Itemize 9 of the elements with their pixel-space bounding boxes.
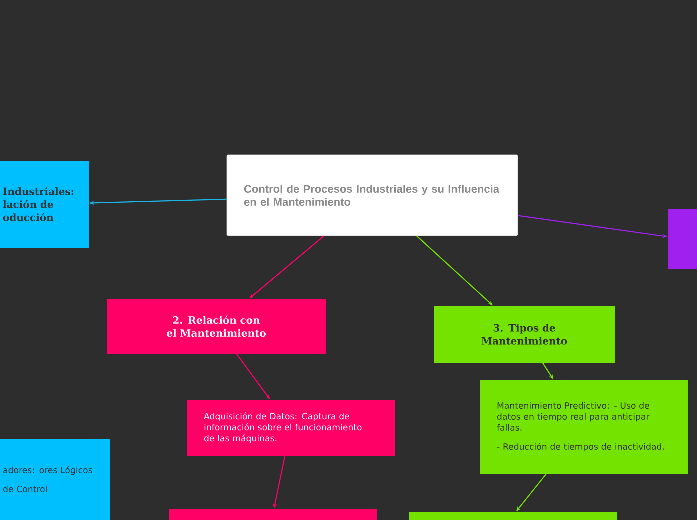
title-box: Control de Procesos Industriales y su Influencia en el Mantenimiento <box>226 154 518 236</box>
topic-box <box>668 209 697 269</box>
topic-box: Industriales: lación de oducción <box>0 161 89 248</box>
subtopic-box <box>169 508 377 520</box>
subtopic-box: adores: ores Lógicos de Control <box>0 439 110 520</box>
subtopic-box: Adquisición de Datos: Captura de información sobre el funcionamiento de las máquinas. <box>187 400 395 456</box>
topic-box: 2. Relación con el Mantenimiento <box>107 299 326 354</box>
topic-box: 3. Tipos de Mantenimiento <box>434 306 615 363</box>
subtopic-box: Mantenimiento Predictivo: - Uso de datos en tiempo real para anticipar fallas. - Reducción de tiempos de inactividad. <box>480 380 688 474</box>
